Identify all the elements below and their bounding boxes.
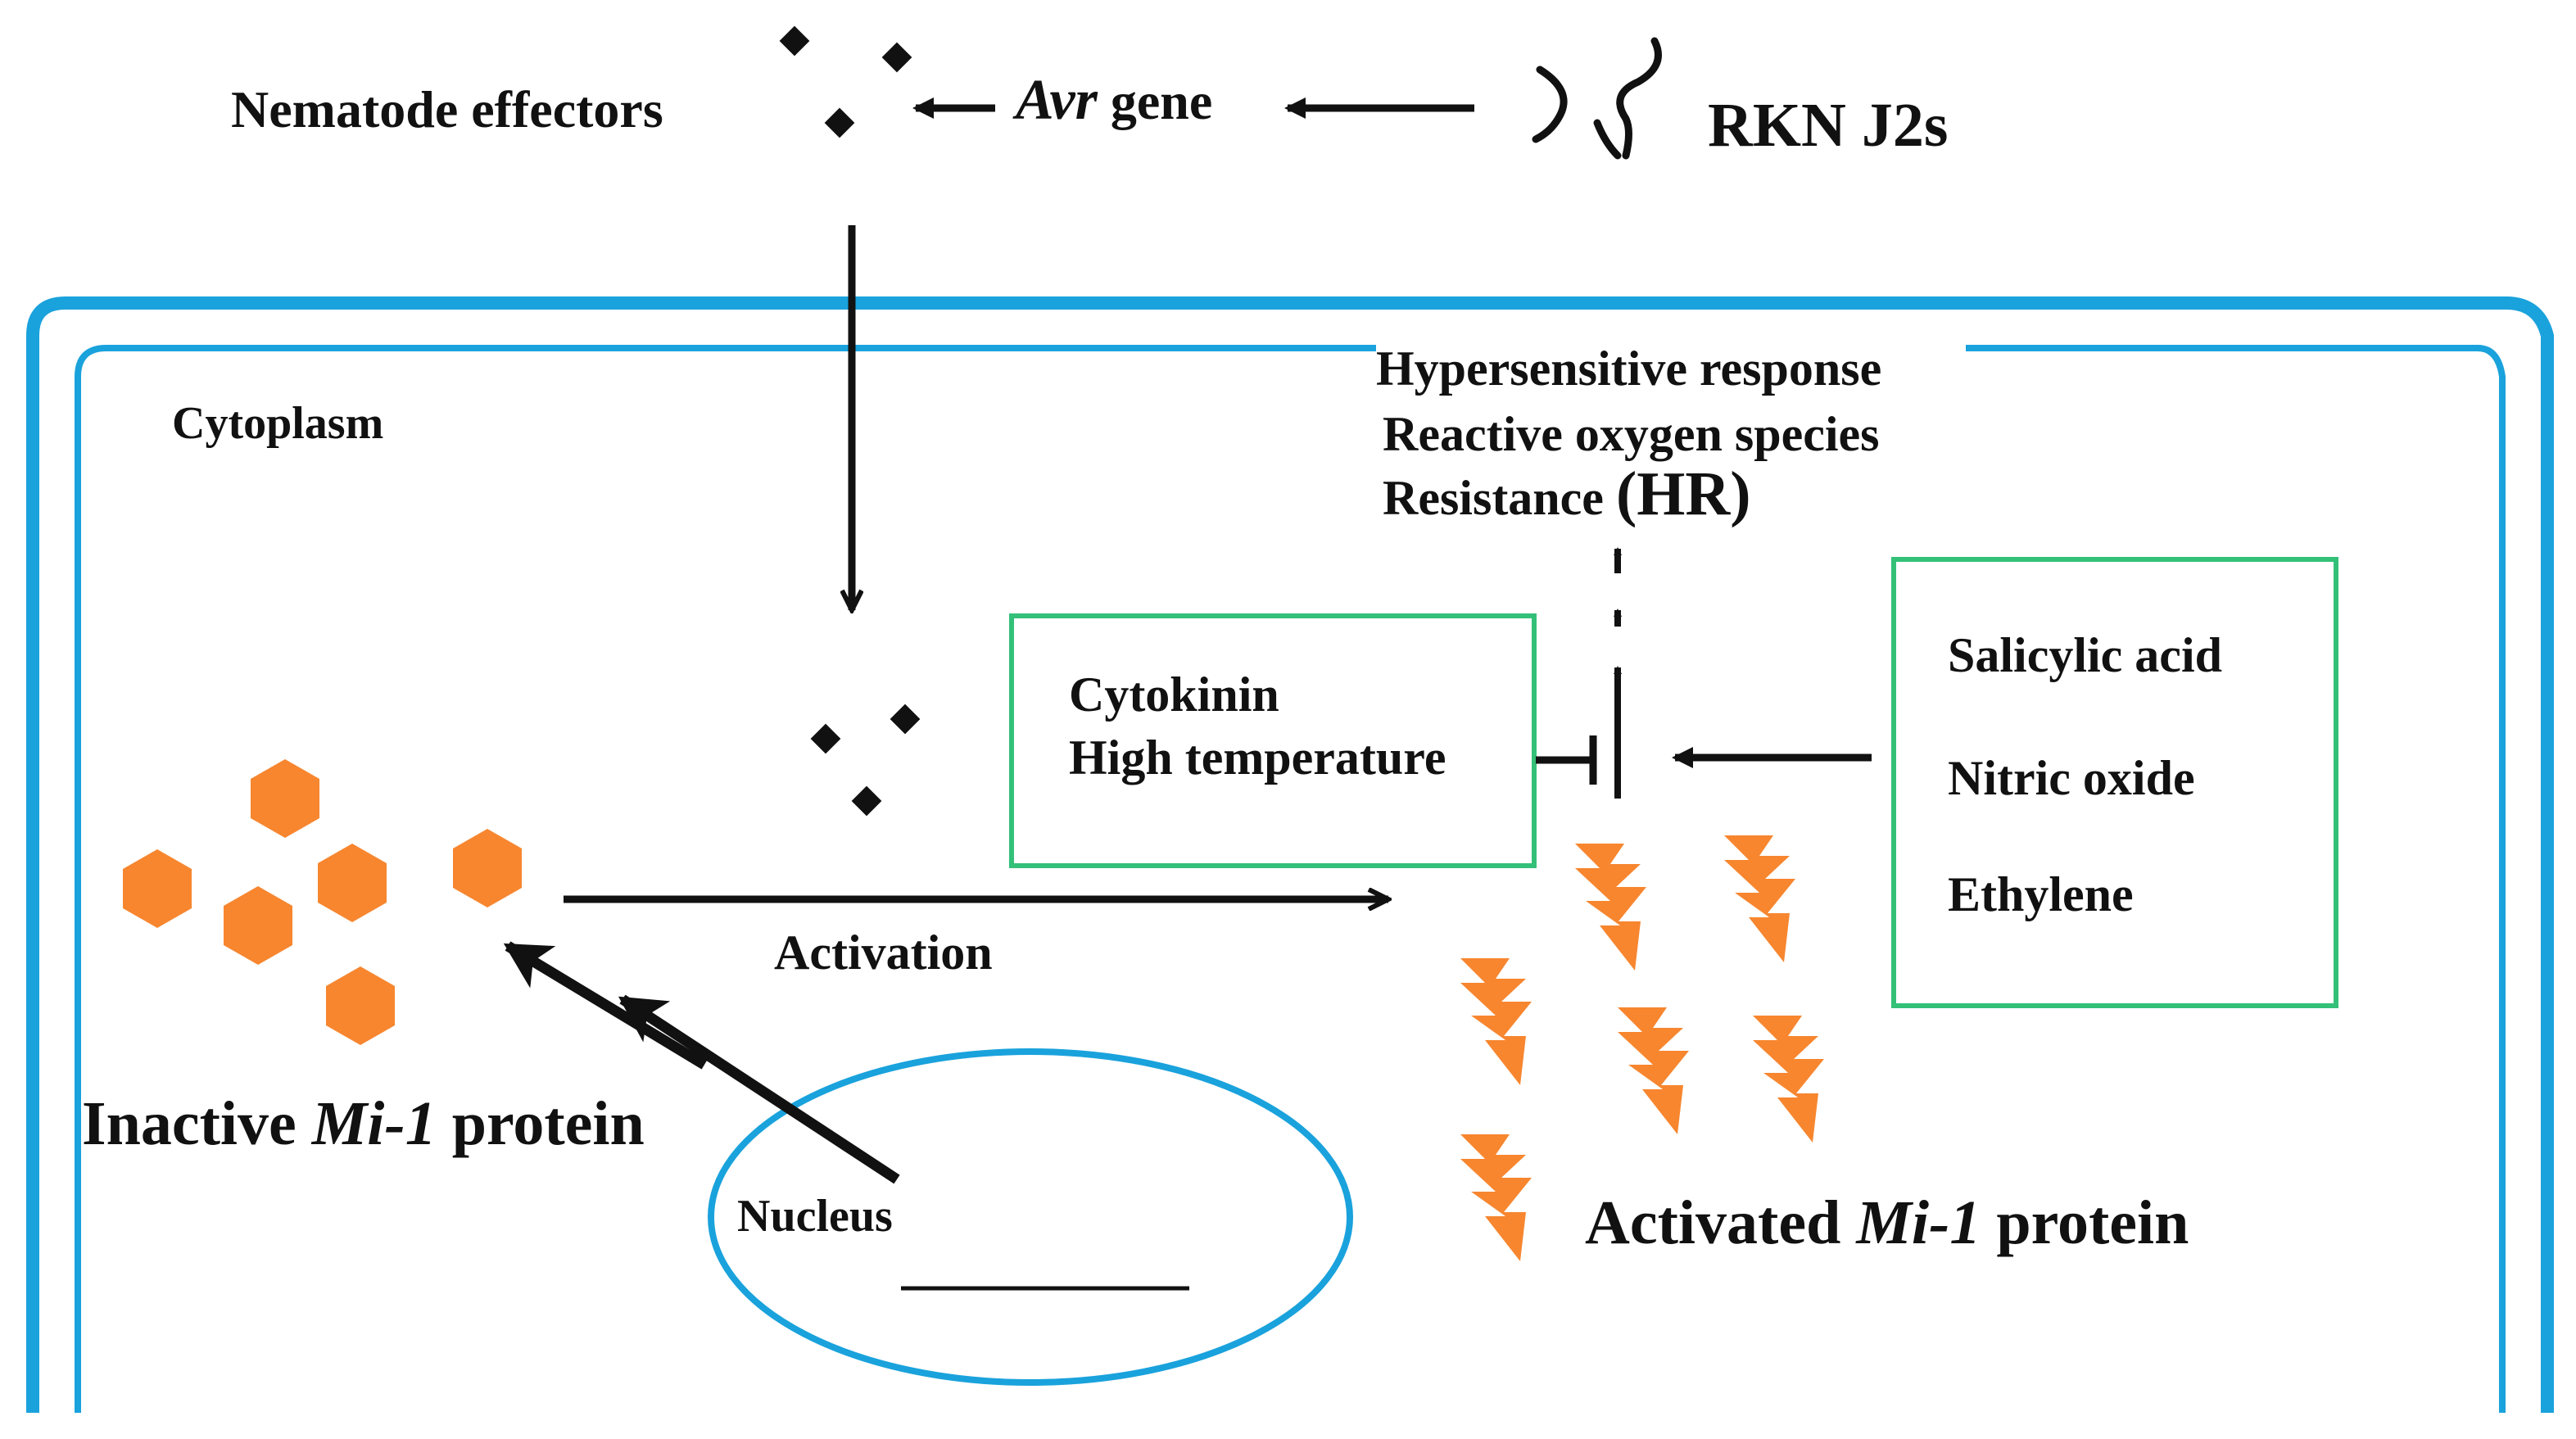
black-diamond-icon [881,42,912,73]
gene-word: gene [1098,72,1212,130]
nitric-oxide-label: Nitric oxide [1948,751,2195,805]
black-diamond-icon [890,704,921,735]
avr-italic: Avr [1012,69,1098,132]
black-diamond-icon [851,785,882,817]
arrow-nucleus-to-protein-1 [618,994,900,1184]
activated-word: Activated [1585,1188,1856,1257]
cytoplasm-label: Cytoplasm [172,398,383,449]
orange-lightning-icon [1753,1016,1824,1143]
activated-mi1-protein-label: Activated Mi-1 protein [1585,1188,2189,1257]
protein-word: protein [1981,1188,2189,1257]
inner-cell-membrane [75,345,2506,1413]
inactive-word: Inactive [82,1089,312,1158]
arrow-nucleus-to-protein-2 [503,941,708,1070]
orange-hexagon-icon [318,844,387,922]
worm-icon [1532,37,1662,160]
salicylic-acid-label: Salicylic acid [1948,628,2222,682]
activation-label: Activation [774,925,993,980]
orange-hexagon-icon [251,759,319,838]
inactive-mi1-proteins [123,759,522,1045]
orange-hexagon-icon [123,849,192,928]
rkn-j2s-label: RKN J2s [1708,91,1948,160]
effector-diamonds-inner [810,704,921,817]
resistance-hr-label: Resistance (HR) [1383,459,1751,528]
resistance-word: Resistance [1383,471,1616,525]
black-diamond-icon [779,25,810,57]
black-diamond-icon [824,107,855,138]
orange-lightning-icon [1575,844,1646,971]
protein-word: protein [437,1089,645,1158]
ethylene-label: Ethylene [1948,867,2134,921]
orange-hexagon-icon [224,886,292,965]
orange-lightning-icon [1618,1007,1689,1134]
hr-abbreviation: (HR) [1616,459,1751,528]
nucleus-label: Nucleus [737,1191,893,1242]
mi1-italic: Mi-1 [1855,1188,1981,1257]
high-temperature-label: High temperature [1069,731,1446,785]
inactive-mi1-protein-label: Inactive Mi-1 protein [82,1089,645,1158]
nematode-effectors-label: Nematode effectors [231,80,663,138]
cytokinin-label: Cytokinin [1069,667,1279,722]
orange-hexagon-icon [326,966,395,1045]
nucleus-ellipse [708,1048,1353,1386]
hypersensitive-response-label: Hypersensitive response [1376,342,1881,396]
mi1-italic: Mi-1 [311,1089,437,1158]
effector-diamonds-top [779,25,912,138]
inhibitor-box [1009,613,1537,868]
black-diamond-icon [810,723,841,754]
orange-lightning-icon [1460,958,1532,1085]
orange-hexagon-icon [453,829,522,907]
outer-cell-wall [26,296,2554,1413]
promoter-box [1891,557,2338,1008]
inhibition-bar [1536,735,1597,785]
orange-lightning-icon [1460,1134,1532,1261]
reactive-oxygen-species-label: Reactive oxygen species [1383,407,1880,461]
avr-gene-label: Avr gene [1012,69,1212,132]
orange-lightning-icon [1724,835,1795,962]
